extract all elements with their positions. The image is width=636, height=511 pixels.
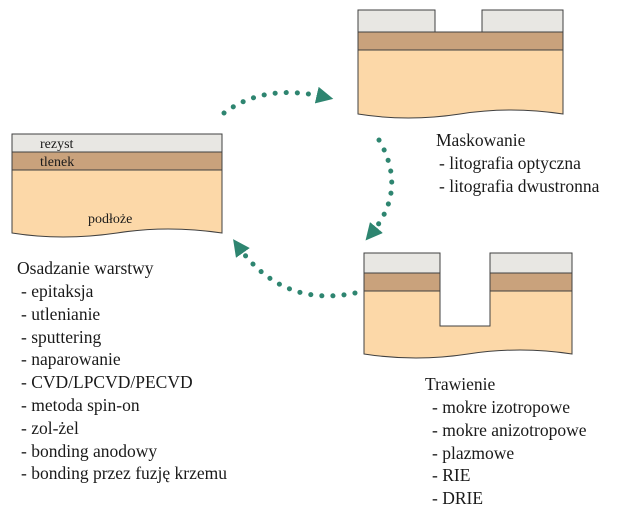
masking-substrate: [357, 49, 564, 119]
masking-resist-left: [357, 9, 436, 33]
etching-method-item: RIE: [432, 464, 587, 487]
deposition-method-item: zol-żel: [21, 417, 227, 440]
deposition-method-item: utlenianie: [21, 303, 227, 326]
etching-method-item: DRIE: [432, 487, 587, 510]
etching-resist-left: [363, 252, 441, 274]
deposition-method-item: naparowanie: [21, 348, 227, 371]
etching-oxide-right: [489, 272, 573, 292]
etching-resist-right: [489, 252, 573, 274]
deposition-method-item: bonding anodowy: [21, 440, 227, 463]
etching-methods-list: mokre izotropowe mokre anizotropowe plaz…: [432, 396, 587, 510]
deposition-methods-list: epitaksja utlenianie sputtering naparowa…: [21, 280, 227, 485]
etching-oxide-left: [363, 272, 441, 292]
arrow-deposition-to-masking: [221, 86, 334, 116]
masking-stack: [357, 9, 564, 119]
deposition-method-item: sputtering: [21, 326, 227, 349]
etching-stack: [363, 252, 573, 359]
masking-resist-right: [481, 9, 564, 33]
etching-method-item: plazmowe: [432, 442, 587, 465]
deposition-method-item: CVD/LPCVD/PECVD: [21, 371, 227, 394]
etching-title: Trawienie: [425, 374, 496, 394]
masking-title: Maskowanie: [436, 130, 526, 150]
deposition-substrate: [11, 169, 223, 238]
deposition-method-item: metoda spin-on: [21, 394, 227, 417]
etching-substrate: [363, 290, 573, 359]
etching-method-item: mokre izotropowe: [432, 396, 587, 419]
deposition-resist-layer: [11, 133, 223, 153]
etching-method-item: mokre anizotropowe: [432, 419, 586, 442]
substrate-label: podłoże: [88, 212, 132, 227]
deposition-method-item: epitaksja: [21, 280, 227, 303]
arrow-etching-to-deposition: [233, 239, 358, 299]
masking-methods-list: litografia optyczna litografia dwustronn…: [439, 152, 599, 198]
masking-method-item: litografia dwustronna: [439, 175, 599, 198]
deposition-title: Osadzanie warstwy: [17, 258, 154, 278]
masking-method-item: litografia optyczna: [439, 152, 599, 175]
masking-oxide-layer: [357, 31, 564, 51]
oxide-label: tlenek: [40, 155, 74, 170]
resist-label: rezyst: [40, 137, 74, 152]
deposition-stack: rezyst tlenek podłoże: [11, 133, 223, 238]
deposition-method-item: bonding przez fuzję krzemu: [21, 462, 227, 485]
arrow-masking-to-etching: [365, 137, 395, 241]
